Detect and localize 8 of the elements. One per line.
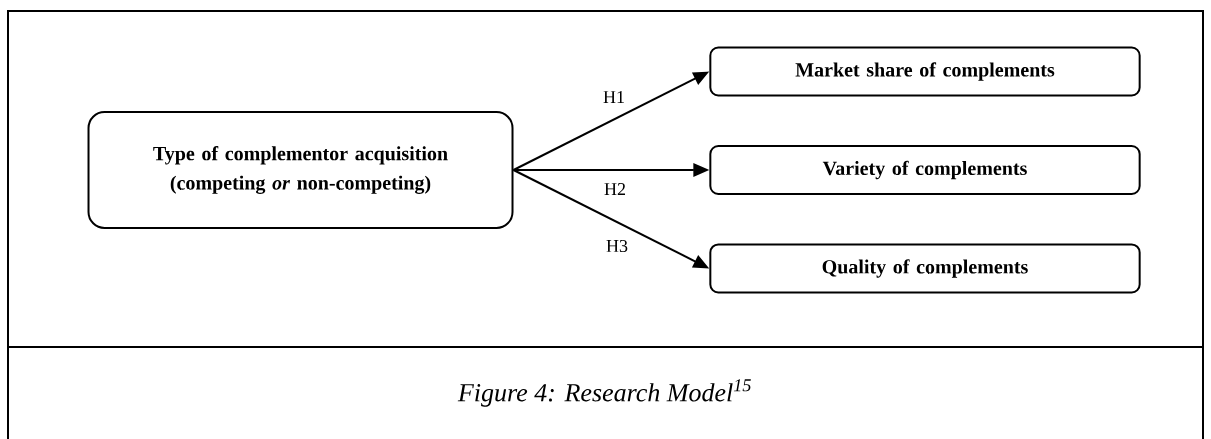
edge-label: H2 xyxy=(602,181,628,197)
outcome-box: Quality of complements xyxy=(709,243,1141,294)
outcome-box: Market share of complements xyxy=(709,46,1141,97)
edge-label: H1 xyxy=(601,89,627,105)
outcome-box: Variety of complements xyxy=(709,145,1141,195)
figure-caption: Figure 4: Research Model$^{15}$ xyxy=(457,379,751,407)
edge-label: H3 xyxy=(604,238,630,254)
start-box: Type of complementor acquisition (competing or non-competing) xyxy=(87,111,514,229)
